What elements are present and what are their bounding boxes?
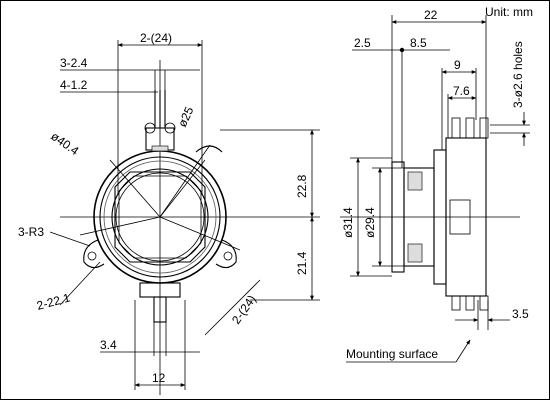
lead-len-label: 3.5 — [512, 307, 529, 321]
rotor-inner-ring — [115, 172, 205, 262]
side-rear-window — [449, 199, 471, 235]
inner-dia-label: ø25 — [175, 104, 197, 129]
lower-left-leader — [59, 261, 101, 306]
lower-right-label: 2-(24) — [229, 292, 259, 326]
radial-line-5 — [109, 159, 161, 218]
right-mounting-lug — [215, 239, 237, 269]
side-view: Unit: mm 22 2.5 8.5 9 — [340, 5, 533, 363]
bottom-pin — [153, 296, 167, 323]
side-body-tab-top — [407, 171, 423, 191]
holes-label: 3-ø2.6 holes — [511, 41, 525, 108]
side-pin-bottom-3 — [479, 295, 489, 311]
side-pin-top-3 — [479, 117, 489, 139]
bottom-width-label: 12 — [152, 371, 166, 385]
unit-label: Unit: mm — [485, 5, 533, 19]
side-body-tab-bottom — [407, 243, 423, 263]
top-width-label: 2-(24) — [140, 31, 172, 45]
w76-label: 7.6 — [453, 84, 470, 98]
w9-label: 9 — [454, 58, 461, 72]
total-width-label: 22 — [424, 8, 438, 22]
mounting-surface-label: Mounting surface — [346, 347, 438, 361]
outer-dia-label: ø40.4 — [48, 129, 81, 158]
center-opening-inner — [118, 175, 202, 259]
rotor-ring — [111, 168, 209, 266]
center-opening — [114, 171, 206, 263]
pitch-label: 3-2.4 — [60, 56, 88, 70]
lower-right-leader — [204, 279, 261, 336]
left-mounting-lug — [83, 239, 105, 269]
pin-width-label: 4-1.2 — [60, 78, 88, 92]
outer-ring-inner — [99, 156, 221, 278]
top-terminal-label-plate — [151, 145, 169, 152]
offset2-label: 8.5 — [410, 36, 427, 50]
lower-left-label: 2-22.1 — [35, 290, 72, 312]
dia-inner-label: ø29.4 — [363, 207, 377, 238]
side-pin-bottom-1 — [451, 295, 461, 311]
radial-line-3 — [79, 216, 161, 236]
side-pin-top-1 — [451, 117, 461, 139]
side-pin-bottom-2 — [465, 295, 475, 311]
radial-line-1 — [159, 159, 206, 218]
radius-label: 3-R3 — [18, 225, 44, 239]
detent-ring — [103, 160, 217, 274]
radial-line-4 — [159, 216, 241, 251]
mounting-leader-arrow — [455, 339, 471, 363]
side-pin-top-2 — [465, 117, 475, 139]
radius-leader — [49, 231, 91, 247]
height-lower-label: 21.4 — [295, 251, 309, 275]
front-view: 2-(24) 3-2.4 4-1.2 ø40.4 ø25 3-R3 22.8 2… — [18, 31, 320, 395]
bottom-pin-label: 3.4 — [100, 338, 117, 352]
height-upper-label: 22.8 — [295, 174, 309, 198]
top-right-mounting-lug — [195, 145, 223, 153]
offset-label: 2.5 — [354, 36, 371, 50]
dia-outer-label: ø31.4 — [341, 207, 355, 238]
